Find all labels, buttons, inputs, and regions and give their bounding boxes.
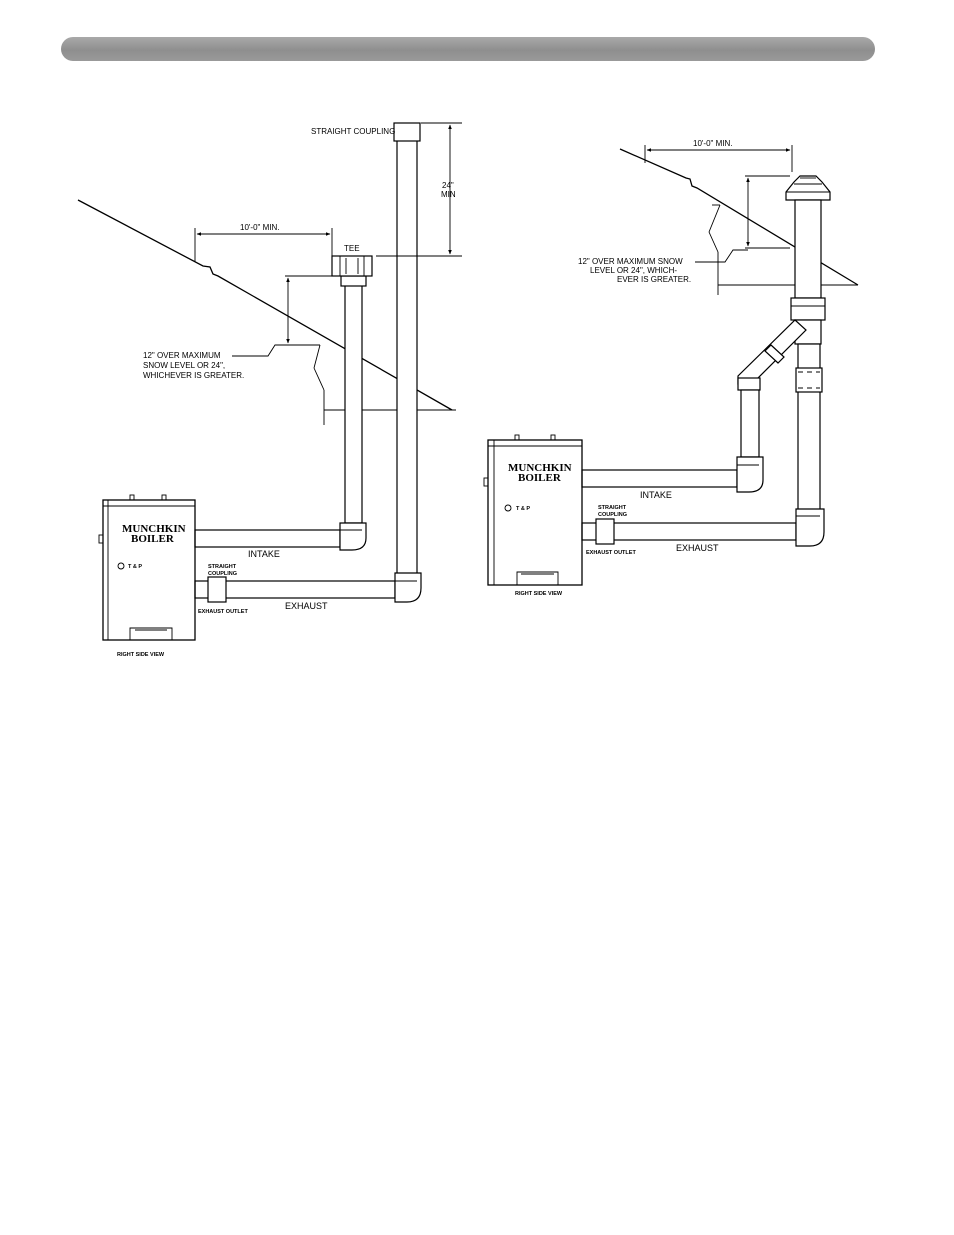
right-tp-label: T & P xyxy=(516,506,530,512)
left-roof-line xyxy=(77,199,453,411)
left-tee xyxy=(331,255,373,277)
right-vent-cap xyxy=(785,175,831,201)
left-chimney xyxy=(288,344,456,425)
left-tee-label: TEE xyxy=(344,244,360,253)
left-snow-note-line2: SNOW LEVEL OR 24", xyxy=(143,361,225,370)
right-brand-line1: MUNCHKIN xyxy=(508,462,572,474)
right-tp-valve-icon xyxy=(504,504,512,512)
left-straight-coupling-label-2: COUPLING xyxy=(208,571,237,577)
right-exhaust-outlet-label: EXHAUST OUTLET xyxy=(586,550,636,556)
right-concentric-tee xyxy=(790,297,826,321)
header-bar xyxy=(61,37,875,61)
right-dim-snow xyxy=(695,175,790,263)
left-exhaust-label: EXHAUST xyxy=(285,601,328,611)
left-intake-elbow xyxy=(339,522,367,551)
left-straight-coupling xyxy=(207,576,227,603)
left-straight-coupling-label-1: STRAIGHT xyxy=(208,564,237,570)
left-dim-10ft xyxy=(194,228,333,262)
right-exhaust-elbow xyxy=(795,508,825,547)
left-boiler xyxy=(98,494,196,641)
right-dim-10ft-label: 10'-0" MIN. xyxy=(693,139,733,148)
left-tp-label: T & P xyxy=(128,564,142,570)
left-top-straight-coupling xyxy=(393,122,421,142)
right-intake-label: INTAKE xyxy=(640,490,672,500)
left-exhaust-outlet-label: EXHAUST OUTLET xyxy=(198,609,248,615)
left-exhaust-elbow xyxy=(394,572,422,603)
right-straight-coupling-label-2: COUPLING xyxy=(598,512,627,518)
left-intake-riser xyxy=(344,282,363,524)
right-straight-coupling-label-1: STRAIGHT xyxy=(598,505,627,511)
left-tp-valve-icon xyxy=(117,562,125,570)
left-dim-24-label: 24" xyxy=(442,181,454,190)
right-brand-line2: BOILER xyxy=(518,472,562,484)
left-view-label: RIGHT SIDE VIEW xyxy=(117,652,165,658)
left-snow-note-line3: WHICHEVER IS GREATER. xyxy=(143,371,244,380)
left-dim-snow xyxy=(232,275,340,357)
right-roof-line xyxy=(619,148,859,286)
left-dim-10ft-label: 10'-0" MIN. xyxy=(240,223,280,232)
left-dim-24 xyxy=(376,122,462,257)
right-diagram xyxy=(483,145,859,586)
right-intake-pipe xyxy=(581,469,738,488)
left-diagram xyxy=(77,122,462,641)
right-snow-note-line3: EVER IS GREATER. xyxy=(617,275,691,284)
left-snow-note-line1: 12" OVER MAXIMUM xyxy=(143,351,221,360)
left-brand-line1: MUNCHKIN xyxy=(122,523,186,535)
right-concentric-pipe xyxy=(794,199,822,299)
left-intake-label: INTAKE xyxy=(248,549,280,559)
right-intake-branch xyxy=(737,319,807,458)
right-boiler xyxy=(483,434,583,586)
left-intake-pipe xyxy=(194,529,341,548)
right-dim-10ft xyxy=(644,145,793,172)
right-snow-note-line2: LEVEL OR 24", WHICH- xyxy=(590,266,677,275)
right-chimney xyxy=(708,204,858,295)
left-straight-coupling-top-label: STRAIGHT COUPLING xyxy=(311,127,395,136)
right-straight-coupling xyxy=(595,518,615,545)
right-snow-note-line1: 12" OVER MAXIMUM SNOW xyxy=(578,257,683,266)
right-exhaust-label: EXHAUST xyxy=(676,543,719,553)
left-dim-min-label: MIN xyxy=(441,190,456,199)
left-exhaust-riser xyxy=(396,139,418,581)
right-intake-elbow xyxy=(736,456,764,493)
right-view-label: RIGHT SIDE VIEW xyxy=(515,591,563,597)
left-brand-line2: BOILER xyxy=(131,533,175,545)
